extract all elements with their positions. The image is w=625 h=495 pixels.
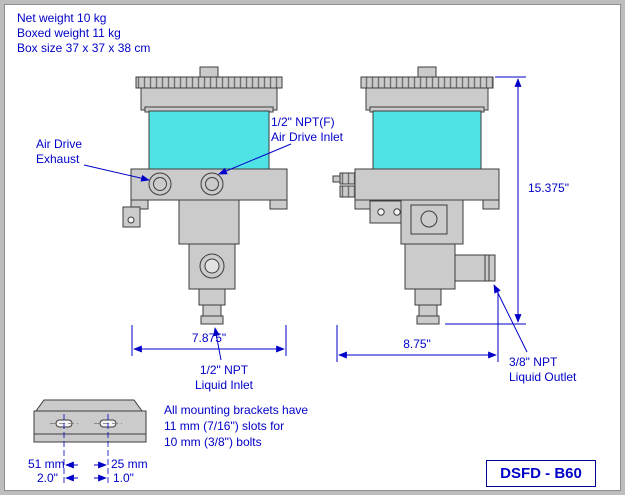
net-weight-text: Net weight 10 kg <box>17 11 107 25</box>
top-plug-side <box>417 66 437 78</box>
air-barrel-side <box>372 110 482 170</box>
bracket-note-line2: 11 mm (7/16") slots for <box>164 419 285 433</box>
air-inlet-label-line1: 1/2" NPT(F) <box>271 115 335 129</box>
exhaust-port <box>153 177 167 191</box>
air-inlet-label-line2: Air Drive Inlet <box>271 130 344 144</box>
pump-front-view <box>122 66 288 325</box>
bracket-dim-mm-left: 51 mm <box>28 457 65 471</box>
liquid-outlet-pipe <box>454 254 496 282</box>
mounting-bracket-view <box>33 399 147 484</box>
ribbed-cap-front <box>135 76 283 89</box>
bracket-note-line1: All mounting brackets have <box>164 403 309 417</box>
exhaust-leader <box>83 164 150 182</box>
top-plug-front <box>199 66 219 78</box>
air-exhaust-label-line2: Exhaust <box>36 152 80 166</box>
air-barrel-front <box>148 110 270 170</box>
liquid-inlet-stub <box>202 304 222 317</box>
dimension-lines <box>131 76 526 362</box>
model-badge: DSFD - B60 <box>486 460 596 487</box>
bracket-note-line3: 10 mm (3/8") bolts <box>164 435 262 449</box>
liquid-inlet-label-line2: Liquid Inlet <box>194 378 254 392</box>
boxed-weight-text: Boxed weight 11 kg <box>17 26 121 40</box>
bracket-dim-mm-right: 25 mm <box>111 457 148 471</box>
liquid-outlet-leader <box>493 284 528 353</box>
liquid-outlet-label-line2: Liquid Outlet <box>509 370 577 384</box>
liquid-inlet-label-line1: 1/2" NPT <box>199 363 249 377</box>
bracket-dim-in-right: 1.0" <box>113 471 134 485</box>
air-inlet-leader <box>218 143 292 175</box>
model-badge-text: DSFD - B60 <box>500 465 582 482</box>
pump-body-front <box>178 199 240 245</box>
liquid-inlet-leader <box>213 327 222 361</box>
mounting-bar-side <box>354 168 500 201</box>
pump-drawing <box>33 66 528 484</box>
pump-side-view <box>332 66 500 325</box>
bracket-dim-in-left: 2.0" <box>37 471 58 485</box>
side-width-value: 8.75" <box>403 337 431 351</box>
air-inlet-port <box>205 177 219 191</box>
leader-lines <box>83 143 528 361</box>
ribbed-cap-side <box>360 76 494 89</box>
liquid-outlet-label-line1: 3/8" NPT <box>509 355 558 369</box>
box-size-text: Box size 37 x 37 x 38 cm <box>17 41 151 55</box>
height-value: 15.375" <box>528 181 569 195</box>
air-exhaust-label-line1: Air Drive <box>36 137 83 151</box>
front-width-value: 7.875" <box>191 331 227 345</box>
